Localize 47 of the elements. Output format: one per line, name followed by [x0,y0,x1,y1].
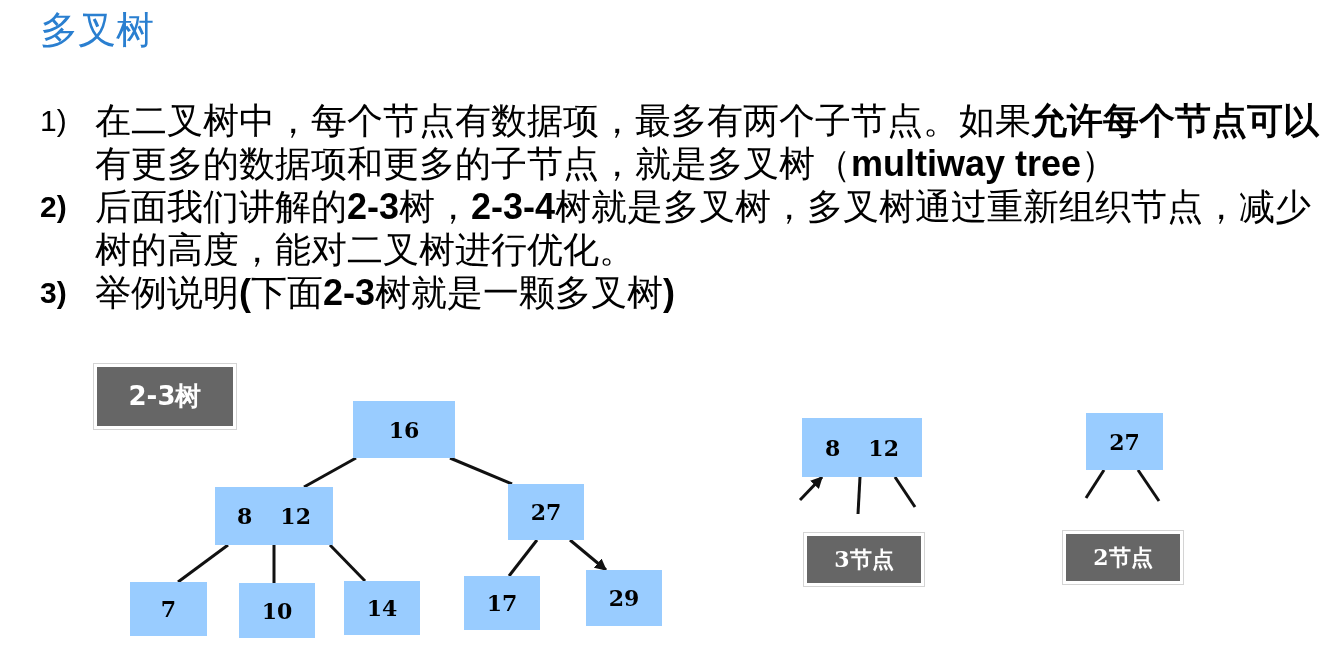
connector-line [1084,469,1106,499]
connector-line [893,476,917,508]
tree-node-box [508,484,584,540]
arrow [798,475,824,502]
key-number: 14 [366,595,398,621]
label-text: 2-3树 [128,380,202,413]
tree-node-box [344,581,420,635]
tree-node-box [353,401,455,458]
label-box [1062,530,1184,585]
title: 多叉树 [40,8,154,53]
key-number: 12 [868,434,899,461]
list-number: 3) [40,275,67,311]
connector-line [272,545,276,583]
label-box [93,363,237,430]
label-text: 3节点 [834,544,894,574]
list-item-text: 后面我们讲解的2-3树，2-3-4树就是多叉树，多叉树通过重新组织节点，减少树的高度，能对二叉树进行优化。 [95,185,1313,271]
tree-node-box [1086,413,1163,470]
key-number: 8 [237,503,253,529]
list-number: 2) [40,189,67,225]
key-number: 10 [261,597,293,624]
key-number: 7 [160,596,177,622]
key-number: 12 [280,503,311,529]
tree-node-box [130,582,207,636]
key-number: 17 [486,590,518,616]
key-number: 16 [388,416,420,443]
arrow [569,538,607,572]
tree-node-box [802,418,922,477]
connector-line [449,456,513,486]
label-box [803,532,925,587]
connector-line [507,539,539,577]
list-number: 1) [40,103,67,139]
key-number: 8 [825,434,841,461]
tree-node-box [464,576,540,630]
list-item-text: 在二叉树中，每个节点有数据项，最多有两个子节点。如果允许每个节点可以有更多的数据项和更多的子节点，就是多叉树（multiway tree） [95,99,1320,185]
connector-line [303,456,357,489]
label-text: 2节点 [1093,542,1153,572]
connector-line [856,476,862,515]
key-number: 29 [608,585,640,611]
connector-line [328,543,367,583]
tree-node-box [586,570,662,626]
list-item-text: 举例说明(下面2-3树就是一颗多叉树) [95,271,677,314]
tree-node-box [239,583,315,638]
connector-line [177,543,229,584]
connector-line [1136,469,1161,502]
key-number: 27 [1109,428,1140,455]
tree-node-box [215,487,333,545]
key-number: 27 [530,499,562,525]
